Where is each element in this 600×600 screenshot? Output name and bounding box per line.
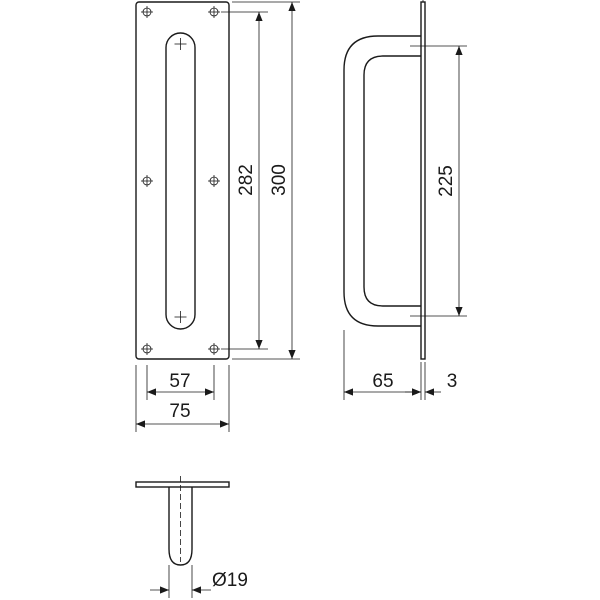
dim-75: 75 [135,365,230,432]
dim-65-label: 65 [372,371,393,392]
front-view: 282 300 57 75 [135,1,300,432]
handle-inner [363,55,421,307]
dim-3: 3 [405,371,458,396]
dim-225: 225 [436,46,463,316]
dim-300: 300 [232,1,300,360]
dim-57: 57 [146,365,215,400]
side-plate [420,1,426,360]
dim-57-label: 57 [169,371,190,392]
slot-top-cross [174,38,187,50]
dim-282: 282 [221,11,268,350]
screw-hole-icon [208,6,220,18]
screw-hole-icon [141,6,153,18]
screw-hole-icon [208,175,220,187]
dim-225-label: 225 [436,165,457,197]
dim-diameter-label: Ø19 [212,570,248,591]
side-view: 225 65 3 [343,0,467,400]
plate-slot [165,32,196,330]
dim-65: 65 [344,371,421,396]
dim-75-label: 75 [169,401,190,422]
top-view: Ø19 [135,476,248,598]
dim-300-label: 300 [269,164,290,196]
dim-3-label: 3 [447,371,458,392]
dim-diameter: Ø19 [150,565,248,598]
top-handle [168,487,193,566]
screw-hole-icon [208,343,220,355]
top-plate [135,481,230,488]
slot-bottom-cross [174,311,187,323]
plate-outline [135,1,230,360]
screw-hole-icon [141,343,153,355]
handle-outer [343,35,421,327]
dim-282-label: 282 [236,164,257,196]
screw-hole-icon [141,175,153,187]
